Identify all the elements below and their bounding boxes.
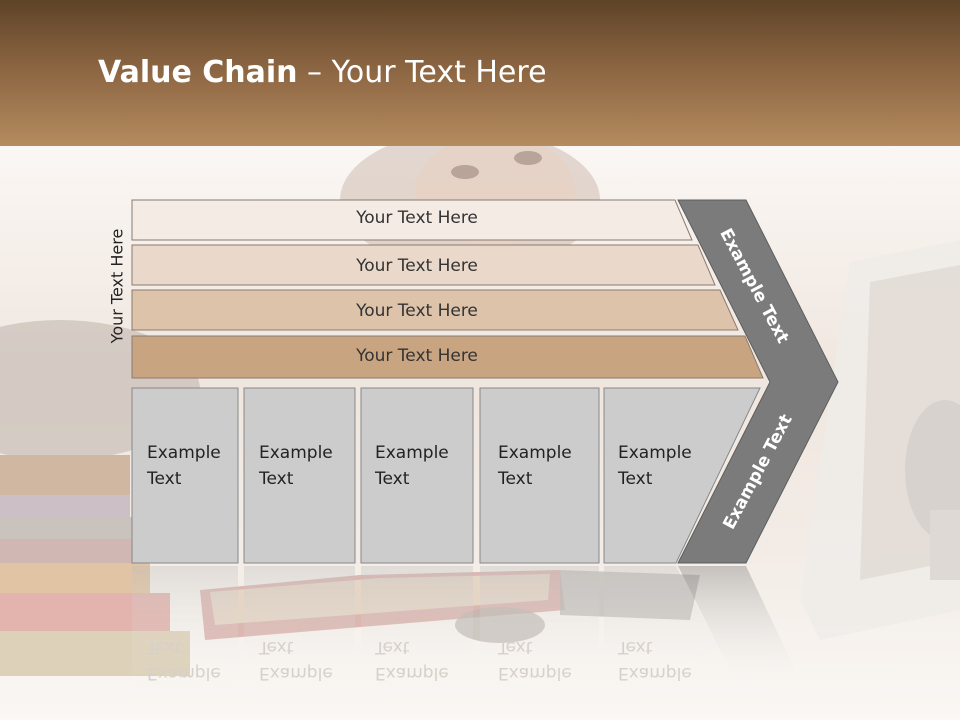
cell-label-2[interactable]: Example Text — [259, 443, 333, 489]
slide-title[interactable]: Value Chain – Your Text Here — [98, 55, 547, 90]
cell-4[interactable] — [479, 387, 600, 564]
cell-reflection-3: Example Text — [375, 637, 449, 683]
row-label-4[interactable]: Your Text Here — [356, 346, 478, 366]
diagram-reflection — [132, 566, 800, 690]
cell-label-1[interactable]: Example Text — [147, 443, 221, 489]
cell-reflection-1: Example Text — [147, 637, 221, 683]
row-label-3[interactable]: Your Text Here — [356, 301, 478, 321]
cell-label-3[interactable]: Example Text — [375, 443, 449, 489]
row-band-1[interactable] — [131, 199, 693, 241]
slide-title-bold: Value Chain — [98, 55, 298, 90]
cell-label-4[interactable]: Example Text — [498, 443, 572, 489]
cell-5[interactable] — [603, 387, 761, 564]
row-band-2[interactable] — [131, 244, 716, 286]
row-band-3[interactable] — [131, 289, 739, 331]
chevron-arrow[interactable] — [677, 199, 839, 564]
cell-reflection-4: Example Text — [498, 637, 572, 683]
title-bar: Value Chain – Your Text Here — [0, 0, 960, 146]
row-band-4[interactable] — [131, 335, 764, 379]
slide-title-rest: – Your Text Here — [297, 55, 547, 90]
cell-1[interactable] — [131, 387, 239, 564]
row-label-1[interactable]: Your Text Here — [356, 208, 478, 228]
cell-reflection-5: Example Text — [618, 637, 692, 683]
cell-reflection-2: Example Text — [259, 637, 333, 683]
row-label-2[interactable]: Your Text Here — [356, 256, 478, 276]
cell-label-5[interactable]: Example Text — [618, 443, 692, 489]
cell-3[interactable] — [360, 387, 474, 564]
cell-2[interactable] — [243, 387, 356, 564]
side-label[interactable]: Your Text Here — [107, 228, 127, 344]
